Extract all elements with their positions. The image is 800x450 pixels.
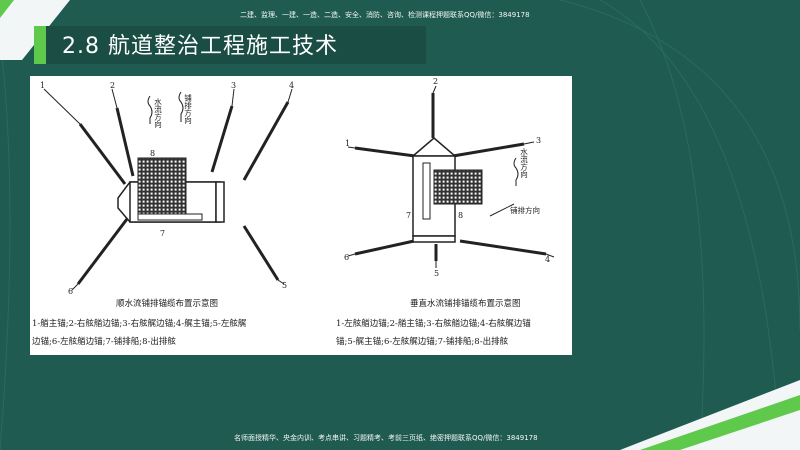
right-ship-bow [410,137,458,157]
right-legend-line1: 1-左舷艏边锚;2-艏主锚;3-右舷艏边锚;4-右舷艉边锚 [336,318,531,329]
right-cable-4 [459,239,547,256]
left-flow-arrow [147,91,184,124]
left-legend-line2: 边锚;6-左舷艏边锚;7-铺排船;8-出排舷 [32,336,176,347]
left-thin-lines [43,88,293,291]
right-direction-labels: 水流方向 铺排方向 [510,147,540,215]
right-thin-lines [347,85,555,268]
left-direction-labels: 水流方向 铺排方向 [153,93,192,129]
top-watermark-note: 二建、监理、一建、一造、二造、安全、消防、咨询、检测课程押题联系QQ/微信：38… [240,11,530,19]
left-flow-label: 水流方向 [153,97,162,129]
right-flow-label: 水流方向 [519,147,528,179]
left-cable-4 [242,101,290,181]
right-number-5: 5 [434,269,439,278]
right-lay-arrow [489,203,515,217]
title-bar [46,26,426,64]
right-number-6: 6 [344,253,349,262]
left-number-1: 1 [40,81,45,90]
right-roller [422,162,431,220]
left-cable-2 [115,107,135,177]
left-cable-6 [76,218,129,285]
diagram-panel: 1 2 3 4 5 6 7 8 水流方向 铺排方向 顺水流铺排锚缆布置示意图 1… [30,76,572,355]
left-diagram: 1 2 3 4 5 6 7 8 水流方向 铺排方向 顺水流铺排锚缆布置示意图 1… [32,81,294,347]
left-number-8: 8 [150,149,155,158]
left-cable-1 [78,123,127,185]
left-number-labels: 1 2 3 4 5 6 7 8 [40,81,294,296]
left-number-3: 3 [231,81,236,90]
right-ship-stern [412,235,456,243]
anchor-layout-diagrams: 1 2 3 4 5 6 7 8 水流方向 铺排方向 顺水流铺排锚缆布置示意图 1… [32,77,555,347]
left-caption: 顺水流铺排锚缆布置示意图 [116,298,218,309]
left-roller [137,213,203,221]
right-number-8: 8 [458,211,463,220]
right-cable-3 [452,142,525,158]
right-number-labels: 1 2 3 4 5 6 7 8 [344,77,550,278]
right-number-1: 1 [345,139,350,148]
left-number-5: 5 [282,281,287,290]
left-number-6: 6 [68,287,73,296]
right-legend-line2: 锚;5-艉主锚;6-左舷艉边锚;7-铺排船;8-出排舷 [336,336,509,347]
bottom-watermark-note: 名师面授精华、央金内训、考点串讲、习题精考、考前三页纸、绝密押题联系QQ/微信：… [234,434,538,442]
slide-title: 2.8 航道整治工程施工技术 [62,34,338,59]
right-diagram: 1 2 3 4 5 6 7 8 水流方向 铺排方向 垂直水流铺排锚缆布置示意图 … [336,77,555,347]
right-number-4: 4 [545,255,550,264]
left-legend-line1: 1-艏主锚;2-右舷艏边锚;3-右舷艉边锚;4-艉主锚;5-左舷艉 [32,318,247,329]
title-accent-bar [34,26,46,64]
right-number-7: 7 [406,211,411,220]
left-number-4: 4 [289,81,294,90]
right-caption: 垂直水流铺排锚缆布置示意图 [410,298,521,309]
right-number-3: 3 [536,136,541,145]
right-cable-1 [354,146,416,158]
right-number-2: 2 [433,77,438,86]
right-lay-label: 铺排方向 [510,205,540,215]
right-mattress-grid [433,169,483,205]
left-number-2: 2 [110,81,115,90]
right-anchor-cables [354,93,547,261]
left-number-7: 7 [160,229,165,238]
left-cable-3 [210,105,234,173]
right-cable-6 [354,239,415,256]
right-flow-arrow [513,157,519,186]
left-ship-stern [215,181,225,223]
left-anchor-cables [76,101,290,285]
left-lay-label: 铺排方向 [183,93,192,125]
left-cable-5 [242,225,280,281]
left-mattress-grid [137,157,187,215]
